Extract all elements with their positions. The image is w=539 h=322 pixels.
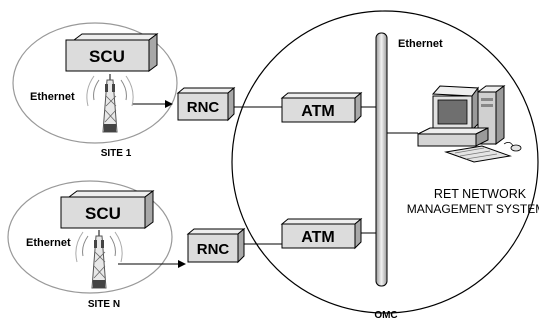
scu-top-label: SCU <box>89 47 125 66</box>
ethernet-siten-label: Ethernet <box>26 237 71 249</box>
site-n-label: SITE N <box>88 299 120 310</box>
scu-bottom-label: SCU <box>85 204 121 223</box>
ethernet-site1-label: Ethernet <box>30 91 75 103</box>
site-1-oval <box>12 22 178 144</box>
nms-label-line1: RET NETWORK <box>434 187 527 201</box>
rnc-bottom-box: RNC <box>186 227 246 264</box>
ethernet-bus-label: Ethernet <box>398 38 443 50</box>
nms-label-line2: MANAGEMENT SYSTEM <box>407 202 539 216</box>
omc-boundary <box>231 10 539 314</box>
atm-top-box: ATM <box>280 91 363 124</box>
rnc-top-label: RNC <box>187 99 220 116</box>
atm-top-label: ATM <box>301 103 334 120</box>
computer-workstation-icon <box>417 85 522 163</box>
ethernet-bus <box>375 32 388 287</box>
rnc-bottom-label: RNC <box>197 241 230 258</box>
atm-bottom-box: ATM <box>280 217 363 250</box>
omc-label: OMC <box>374 310 397 321</box>
site-n-oval <box>7 180 173 294</box>
rnc-top-box: RNC <box>176 86 236 122</box>
scu-bottom-box: SCU <box>60 190 155 229</box>
atm-bottom-label: ATM <box>301 229 334 246</box>
scu-top-box: SCU <box>65 33 159 72</box>
antenna-tower-icon <box>86 74 134 133</box>
site-1-label: SITE 1 <box>101 148 132 159</box>
antenna-tower-icon <box>75 230 123 289</box>
